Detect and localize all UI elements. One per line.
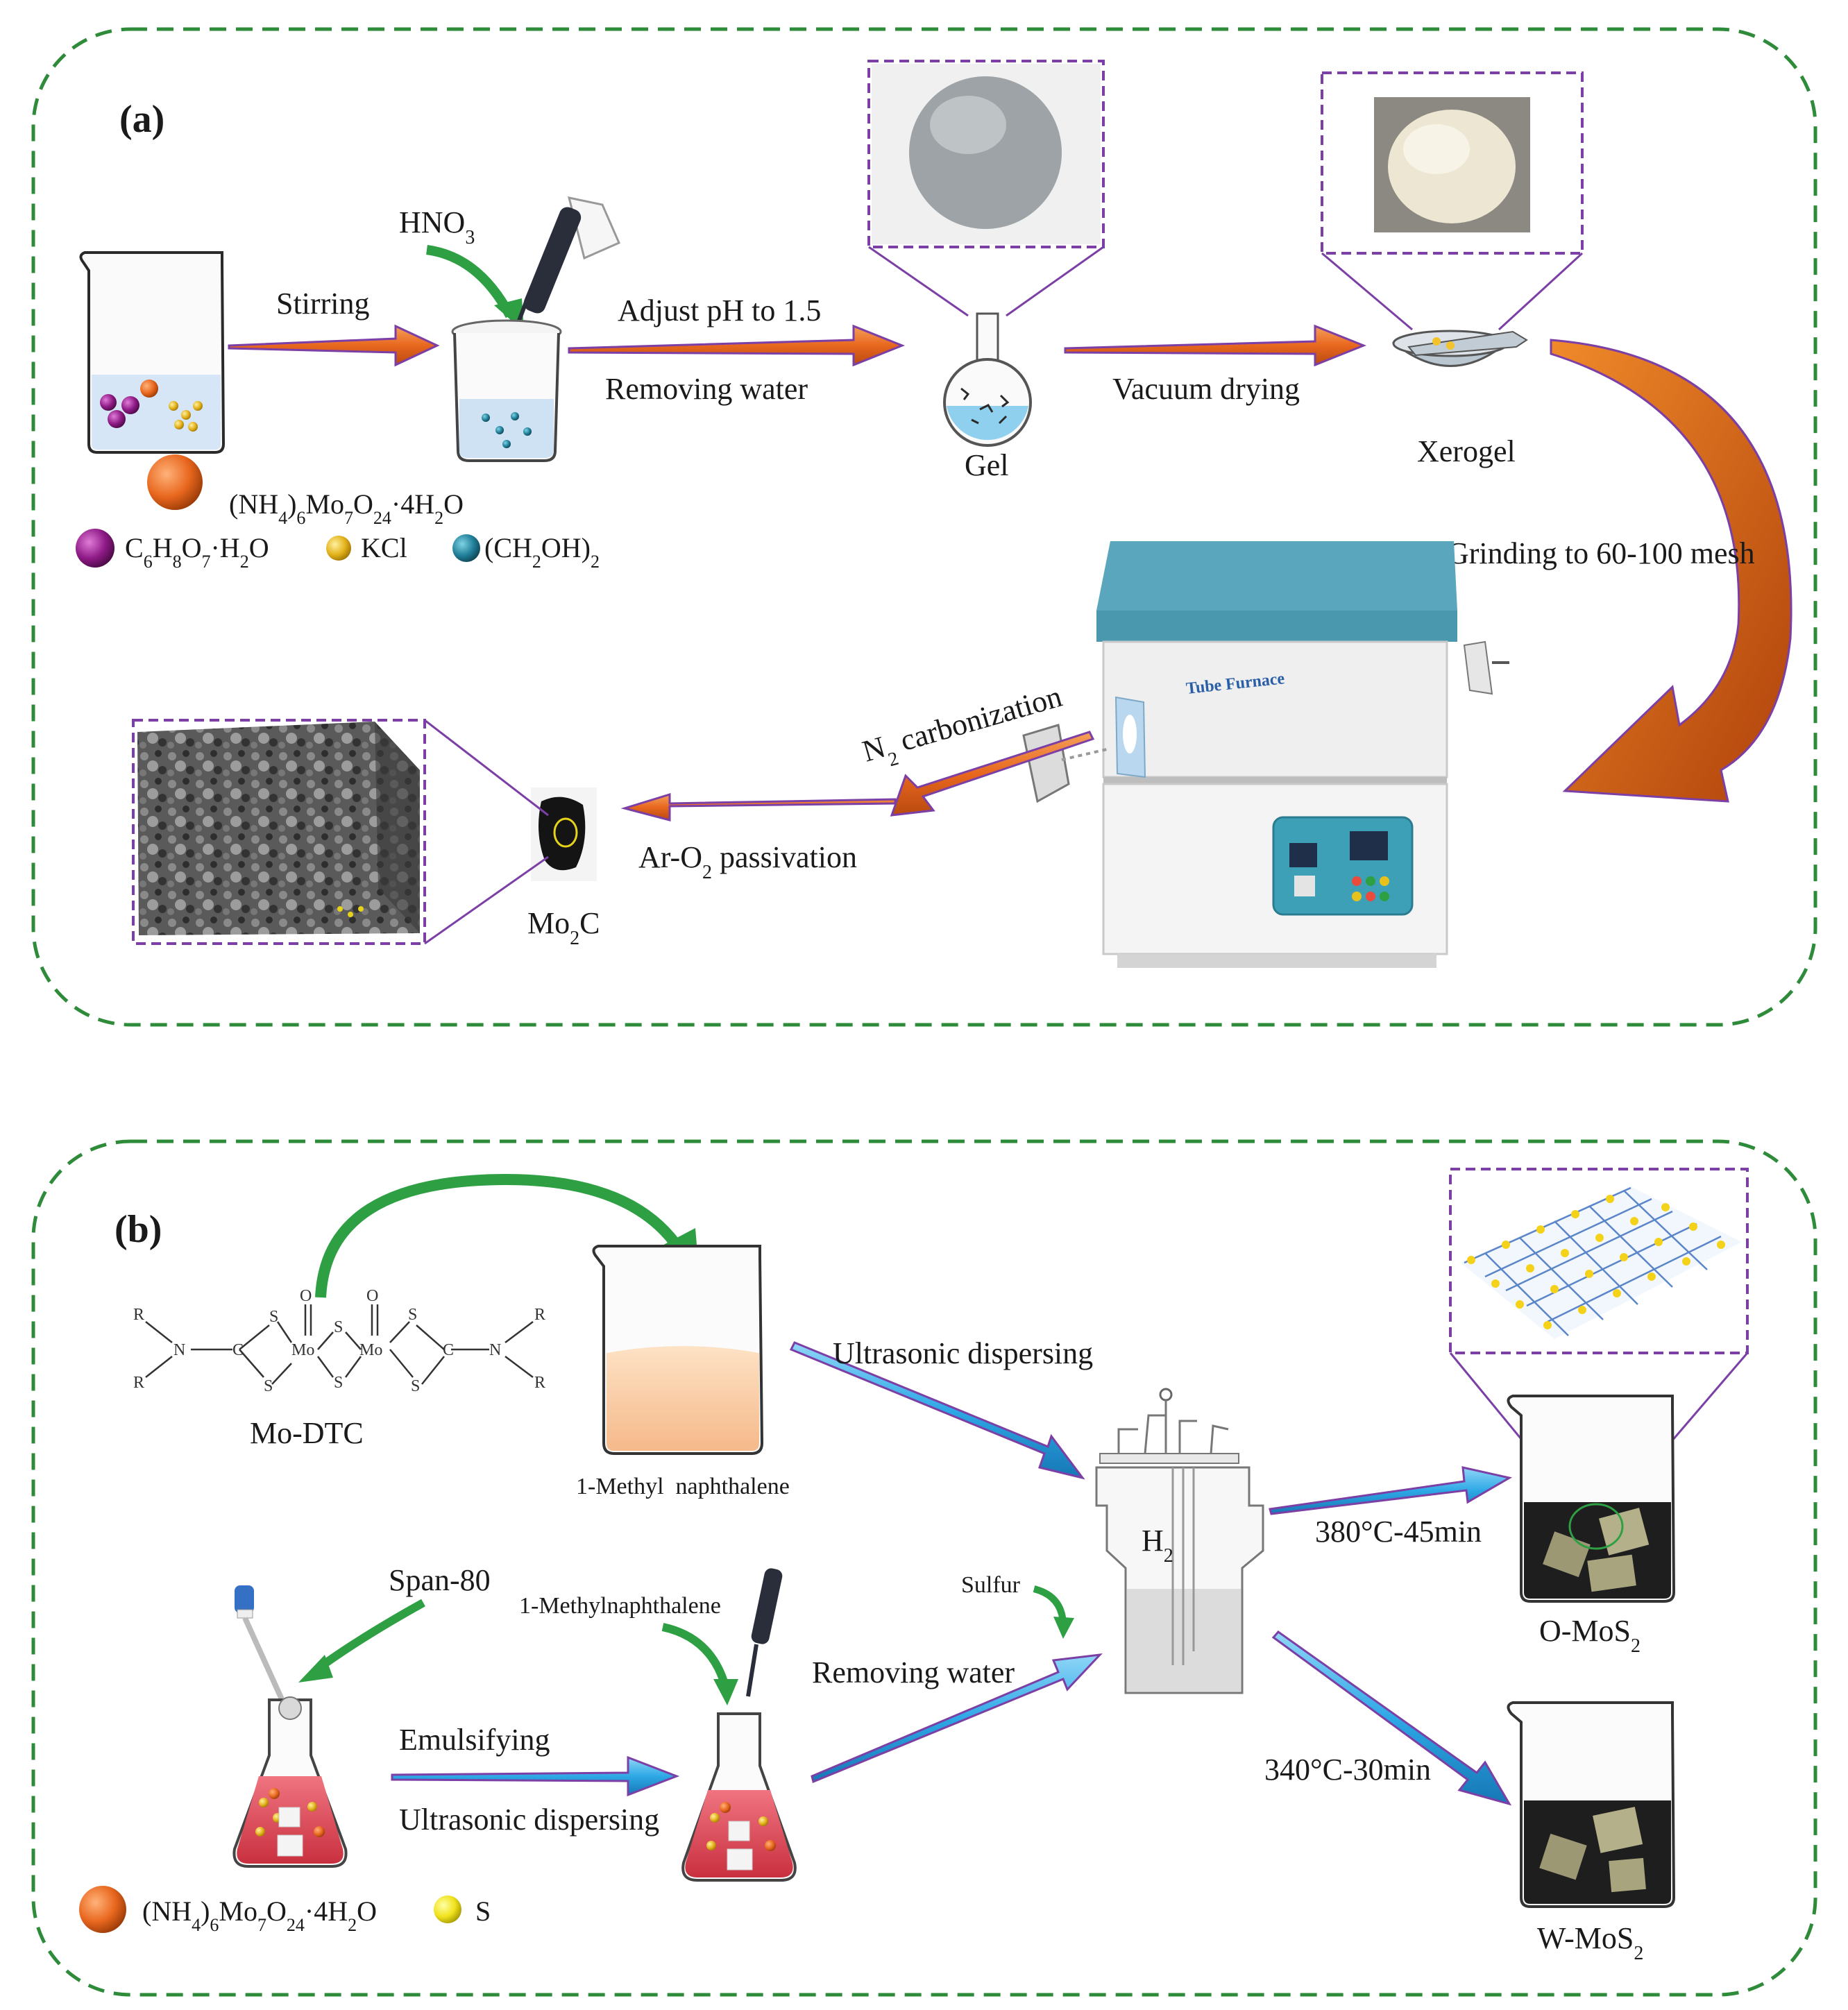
panel-a-frame xyxy=(31,27,1817,1027)
svg-text:R: R xyxy=(534,1374,545,1392)
svg-text:N: N xyxy=(173,1341,185,1359)
mo2c-sample xyxy=(531,787,597,881)
svg-text:R: R xyxy=(534,1306,545,1324)
orange-sphere-icon xyxy=(147,454,203,510)
label-ultrasonic-dispersing-2: Ultrasonic dispersing xyxy=(399,1803,659,1837)
lemon-sphere-icon xyxy=(434,1896,461,1923)
purple-sphere-icon xyxy=(121,396,139,414)
label-removing-water-b: Removing water xyxy=(812,1655,1015,1689)
pipette-icon-2 xyxy=(746,1568,783,1697)
label-methyl-naphthalene: 1-Methyl naphthalene xyxy=(576,1474,790,1499)
legend-ethylene-glycol: (CH2OH)2 xyxy=(484,532,600,572)
label-xerogel: Xerogel xyxy=(1417,434,1516,468)
round-bottom-flask xyxy=(943,312,1032,447)
arrow-grinding-curved xyxy=(1550,339,1792,803)
legend-kcl: KCl xyxy=(361,532,407,563)
purple-sphere-icon xyxy=(100,394,117,411)
beaker-o-mos2 xyxy=(1507,1395,1676,1603)
svg-text:O: O xyxy=(300,1287,312,1305)
panel-b-frame xyxy=(31,1139,1817,1997)
legend-ammonium-molybdate: (NH4)6Mo7O24·4H2O xyxy=(229,488,464,528)
orange-sphere-icon xyxy=(140,380,158,398)
arrow-adjust-ph xyxy=(568,324,906,367)
label-mo2c: Mo2C xyxy=(527,906,600,949)
erlenmeyer-flask-2 xyxy=(681,1712,797,1882)
mortar-icon xyxy=(1391,330,1528,367)
beaker-precursors xyxy=(79,251,226,454)
svg-text:R: R xyxy=(133,1374,144,1392)
orange-sphere-icon xyxy=(79,1886,126,1933)
svg-text:S: S xyxy=(264,1377,273,1395)
sem-image xyxy=(137,722,420,935)
svg-text:S: S xyxy=(269,1308,278,1326)
svg-text:C: C xyxy=(232,1341,244,1359)
label-grinding: Grinding to 60-100 mesh xyxy=(1447,536,1755,570)
label-emulsifying: Emulsifying xyxy=(399,1723,550,1757)
svg-text:Mo: Mo xyxy=(291,1341,314,1359)
arrow-passivation xyxy=(620,792,897,821)
mo-dtc-structure: R R N C S S O Mo S S O Mo S S C N R R xyxy=(133,1287,545,1395)
svg-text:N: N xyxy=(489,1341,501,1359)
svg-text:R: R xyxy=(133,1306,144,1324)
arrow-emulsifying xyxy=(391,1755,680,1797)
label-methylnaphthalene-2: 1-Methylnaphthalene xyxy=(519,1593,721,1619)
label-h2: H2 xyxy=(1142,1524,1173,1567)
legend-b-sulfur: S xyxy=(475,1896,491,1927)
label-o-mos2: O-MoS2 xyxy=(1539,1614,1641,1657)
legend-citric-acid: C6H8O7·H2O xyxy=(125,532,269,572)
arrow-vacuum-drying xyxy=(1064,324,1367,367)
arrow-to-o-mos2 xyxy=(1269,1466,1513,1515)
arrow-span80-green xyxy=(315,1599,425,1672)
legend-b-ammonium-molybdate: (NH4)6Mo7O24·4H2O xyxy=(142,1896,377,1935)
purple-sphere-icon xyxy=(108,410,126,428)
label-w-mos2: W-MoS2 xyxy=(1537,1921,1643,1964)
svg-text:S: S xyxy=(334,1374,343,1392)
label-ultrasonic-dispersing-1: Ultrasonic dispersing xyxy=(833,1336,1093,1370)
panel-a-tag: (a) xyxy=(119,98,164,141)
svg-text:O: O xyxy=(366,1287,378,1305)
label-hno3: HNO3 xyxy=(399,205,475,248)
label-removing-water: Removing water xyxy=(605,372,808,406)
beaker-acidified xyxy=(451,319,562,462)
tube-furnace xyxy=(1022,541,1509,968)
label-mo-dtc: Mo-DTC xyxy=(250,1416,364,1450)
erlenmeyer-flask-1 xyxy=(232,1696,348,1868)
arrow-removing-water xyxy=(811,1653,1103,1784)
label-condition-340: 340°C-30min xyxy=(1264,1753,1431,1787)
beaker-methyl-naphthalene xyxy=(592,1245,764,1455)
arrow-hno3-green xyxy=(425,245,515,318)
gel-photo-frame xyxy=(867,60,1105,248)
arrow-to-w-mos2 xyxy=(1271,1630,1512,1806)
xerogel-photo-frame xyxy=(1321,71,1584,255)
arrow-stirring xyxy=(228,324,440,367)
arrow-methylnaph-green xyxy=(661,1623,729,1687)
arrow-ultrasonic-dispersing-1 xyxy=(789,1341,1085,1480)
svg-text:Mo: Mo xyxy=(359,1341,382,1359)
label-adjust-ph: Adjust pH to 1.5 xyxy=(618,293,821,327)
label-vacuum-drying: Vacuum drying xyxy=(1112,372,1300,406)
panel-b-tag: (b) xyxy=(115,1208,162,1251)
label-ar-passivation: Ar-O2 passivation xyxy=(638,840,857,883)
yellow-sphere-icon xyxy=(326,536,351,561)
mos2-lattice-frame xyxy=(1449,1168,1749,1354)
sem-image-frame xyxy=(132,719,426,945)
reactor-autoclave xyxy=(1095,1388,1264,1694)
svg-text:S: S xyxy=(411,1377,420,1395)
svg-text:S: S xyxy=(408,1306,417,1324)
purple-sphere-icon xyxy=(76,529,115,568)
label-span-80: Span-80 xyxy=(389,1563,491,1597)
pipette-icon xyxy=(515,196,620,327)
svg-text:S: S xyxy=(334,1318,343,1336)
mos2-lattice xyxy=(1461,1186,1742,1339)
label-sulfur: Sulfur xyxy=(961,1572,1021,1598)
teal-sphere-icon xyxy=(452,534,480,562)
svg-text:C: C xyxy=(443,1341,454,1359)
arrow-green-curved xyxy=(315,1173,688,1298)
beaker-w-mos2 xyxy=(1507,1701,1676,1908)
arrow-carbonization xyxy=(890,731,1095,817)
label-stirring: Stirring xyxy=(276,287,369,321)
label-condition-380: 380°C-45min xyxy=(1315,1515,1482,1549)
label-gel: Gel xyxy=(965,448,1009,482)
